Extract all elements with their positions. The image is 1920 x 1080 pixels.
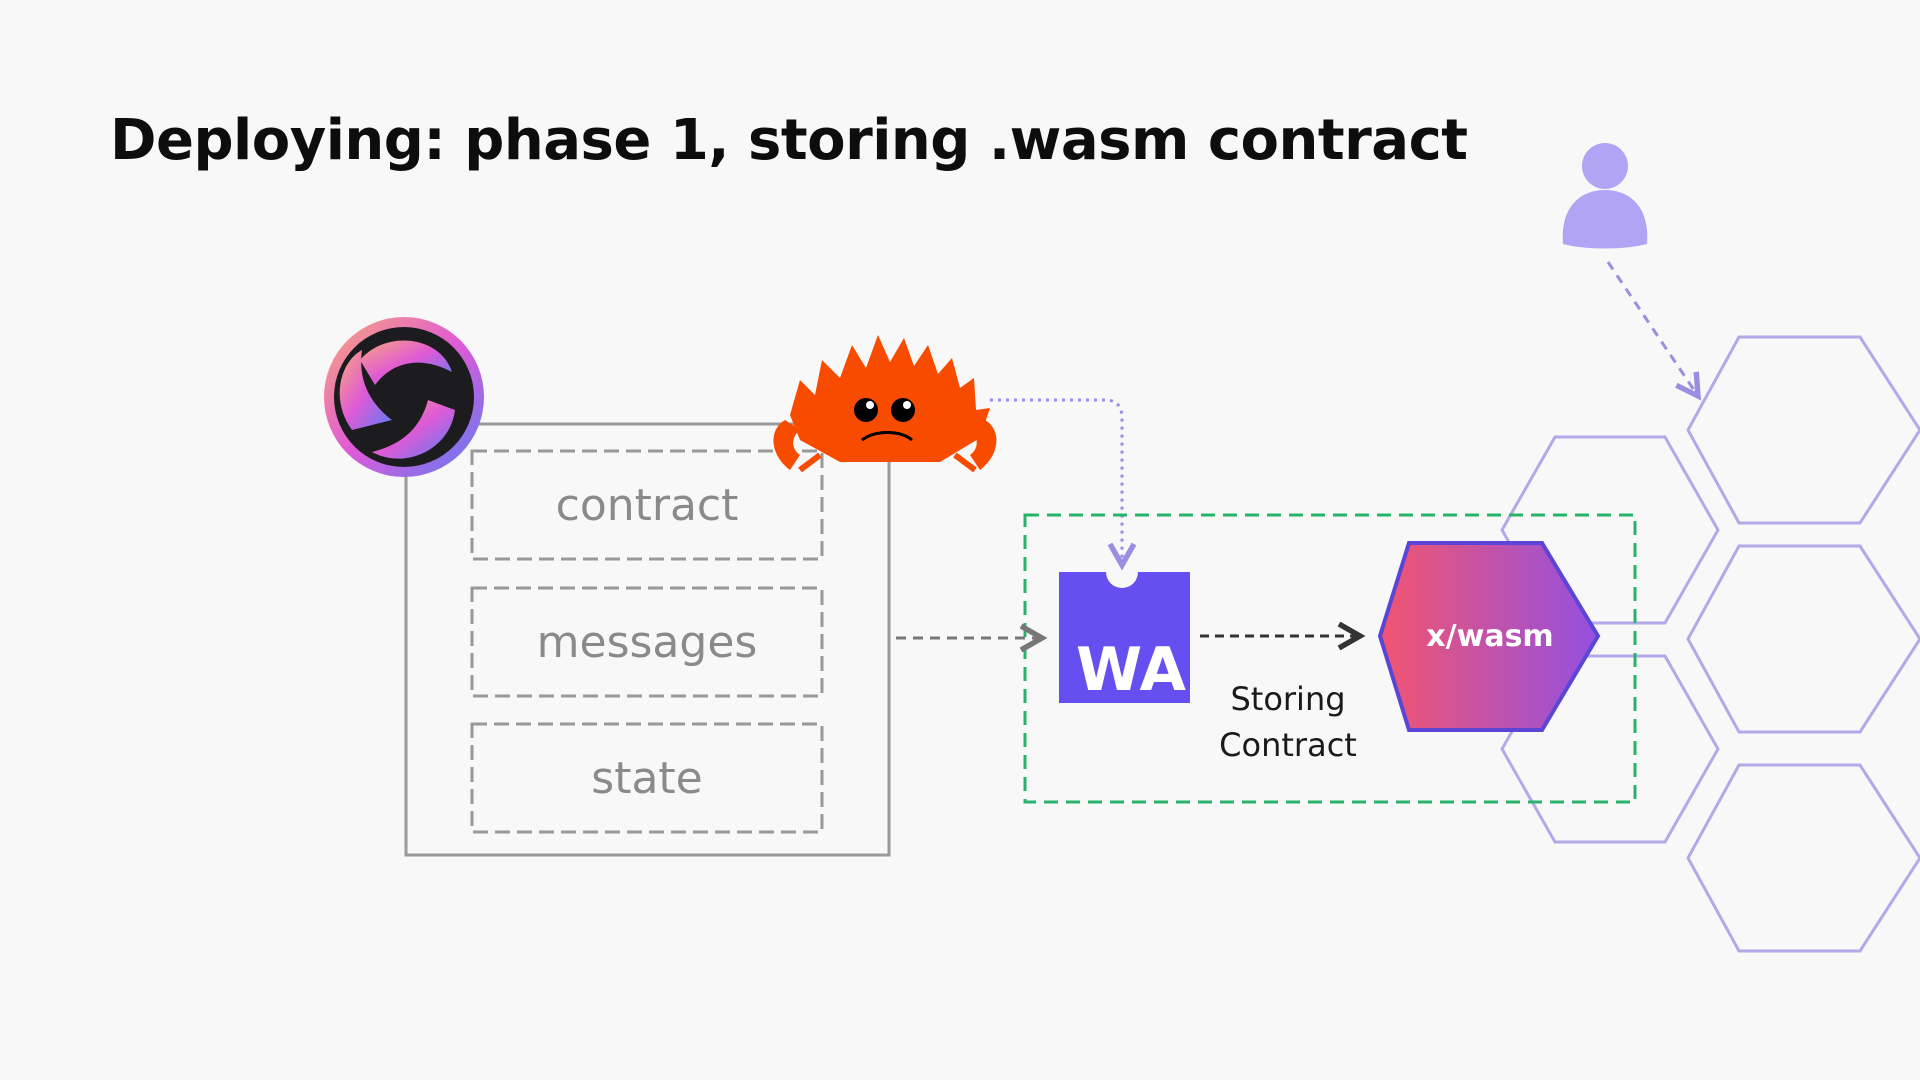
crab-to-wa-arrow [990, 398, 1137, 571]
contract-slot [470, 449, 824, 561]
chain-hexagon [1500, 435, 1720, 625]
xwasm-module-hexagon: x/wasm [1377, 541, 1601, 732]
user-icon [1562, 143, 1648, 249]
storing-label-line1: Storing [1230, 680, 1345, 718]
chain-hexagon [1686, 763, 1920, 953]
chain-hexagon [1686, 544, 1920, 734]
chain-hexagon [1686, 335, 1920, 525]
user-to-chain-arrow [1606, 261, 1702, 401]
page-title: Deploying: phase 1, storing .wasm contra… [110, 108, 1468, 173]
chain-hexagon [1500, 654, 1720, 844]
storing-label-line2: Contract [1219, 726, 1357, 764]
messages-slot [470, 586, 824, 698]
state-slot [470, 722, 824, 834]
xwasm-label: x/wasm [1426, 619, 1553, 654]
contract-box-frame [404, 422, 891, 857]
messages-slot-label: messages [537, 617, 758, 668]
cosmwasm-logo-icon [324, 317, 484, 477]
state-slot-label: state [591, 753, 702, 804]
store-highlight-box [1023, 513, 1637, 804]
webassembly-icon: WA [1059, 572, 1190, 705]
contract-slot-label: contract [556, 480, 739, 531]
wa-label: WA [1076, 635, 1186, 705]
chain-hexagon-grid [1500, 335, 1920, 953]
rust-crab-icon [773, 335, 997, 473]
contract-source-box: contract messages state [404, 422, 891, 857]
